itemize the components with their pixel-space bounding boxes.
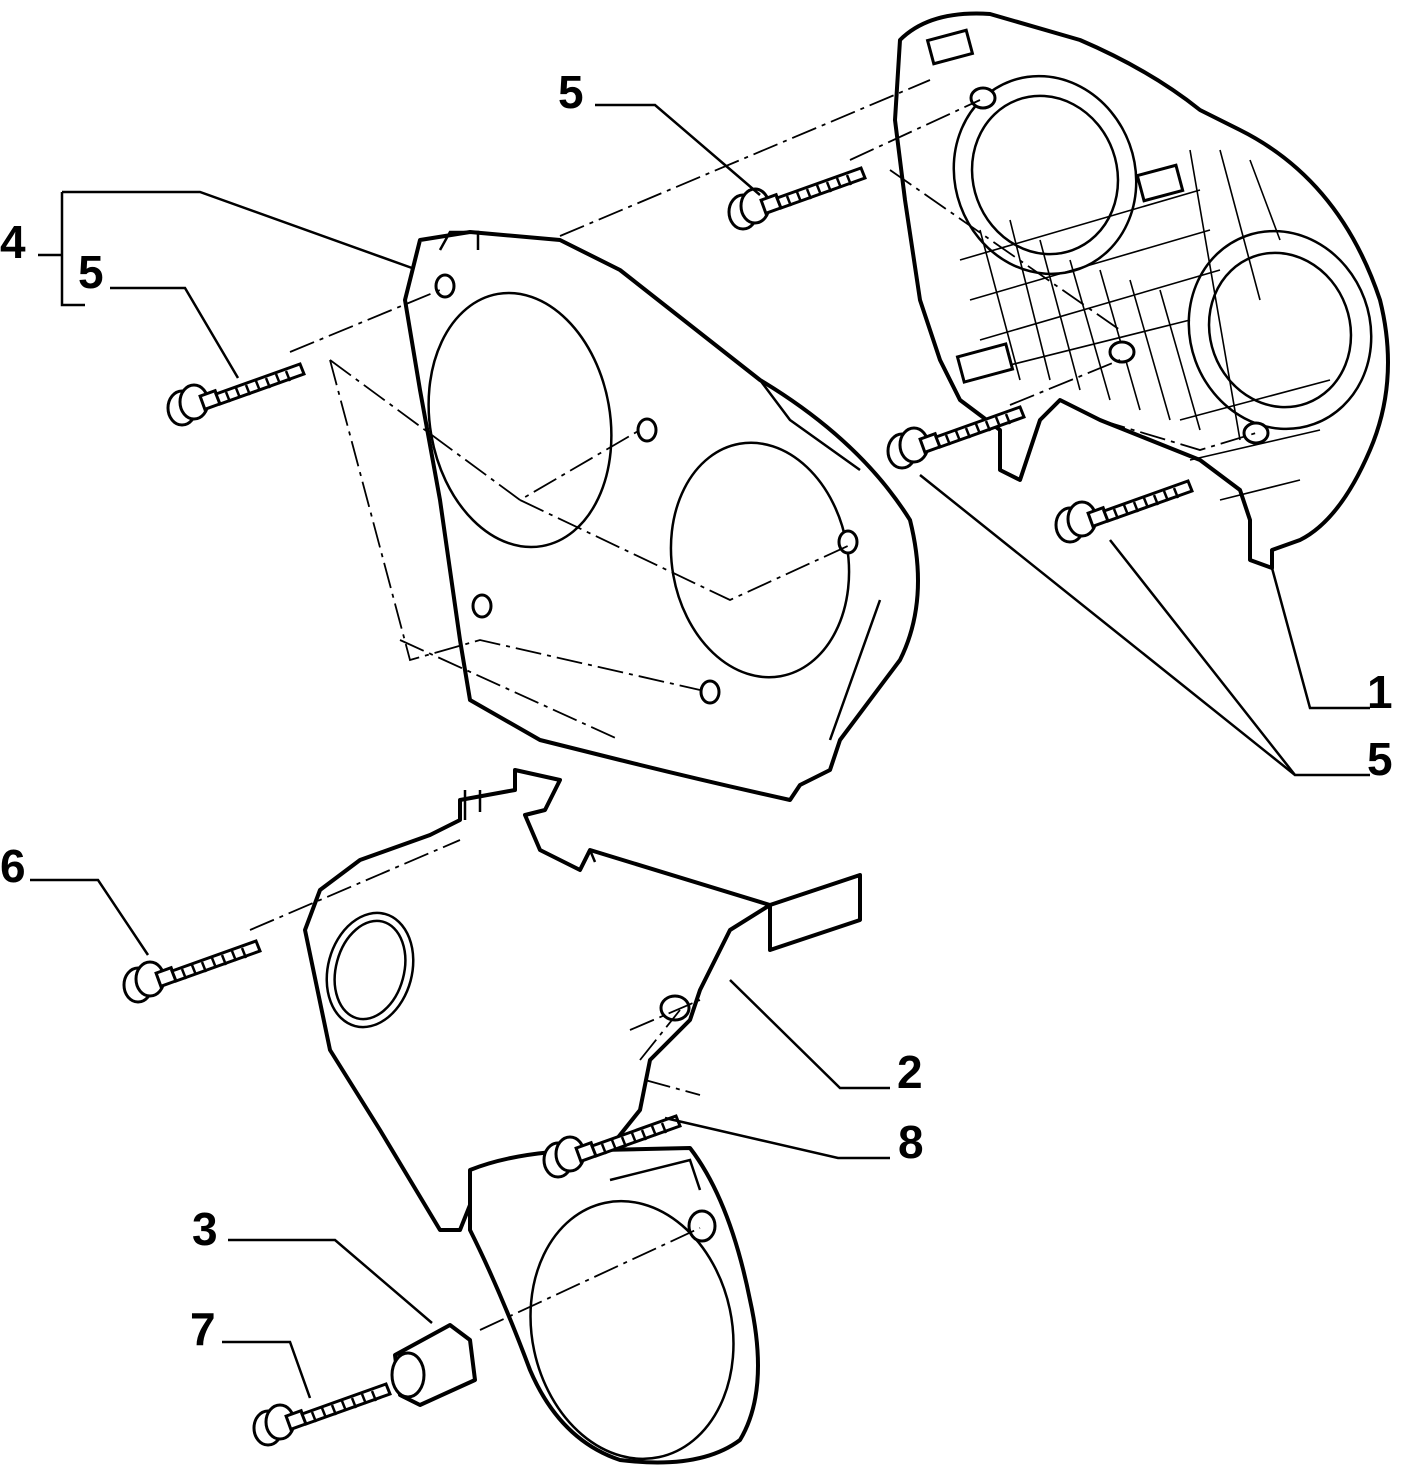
spacer-sleeve	[390, 1323, 477, 1407]
callout-5-left: 5	[78, 246, 104, 298]
callout-3: 3	[192, 1203, 218, 1255]
assembly-axes	[249, 79, 1257, 1331]
callout-5-right: 5	[1367, 733, 1393, 785]
upper-timing-cover	[403, 230, 920, 802]
callout-5-top: 5	[558, 66, 584, 118]
screw-5-right	[1054, 479, 1194, 544]
screw-7	[252, 1382, 392, 1447]
lower-timing-cover	[303, 768, 862, 1465]
callout-4: 4	[0, 216, 26, 268]
callout-2: 2	[897, 1046, 923, 1098]
leader-lines	[30, 103, 1370, 1399]
rear-timing-cover	[893, 11, 1390, 570]
screw-5-top	[727, 166, 867, 231]
callout-1: 1	[1367, 666, 1393, 718]
callout-8: 8	[898, 1116, 924, 1168]
callout-6: 6	[0, 840, 26, 892]
callout-7: 7	[190, 1303, 216, 1355]
